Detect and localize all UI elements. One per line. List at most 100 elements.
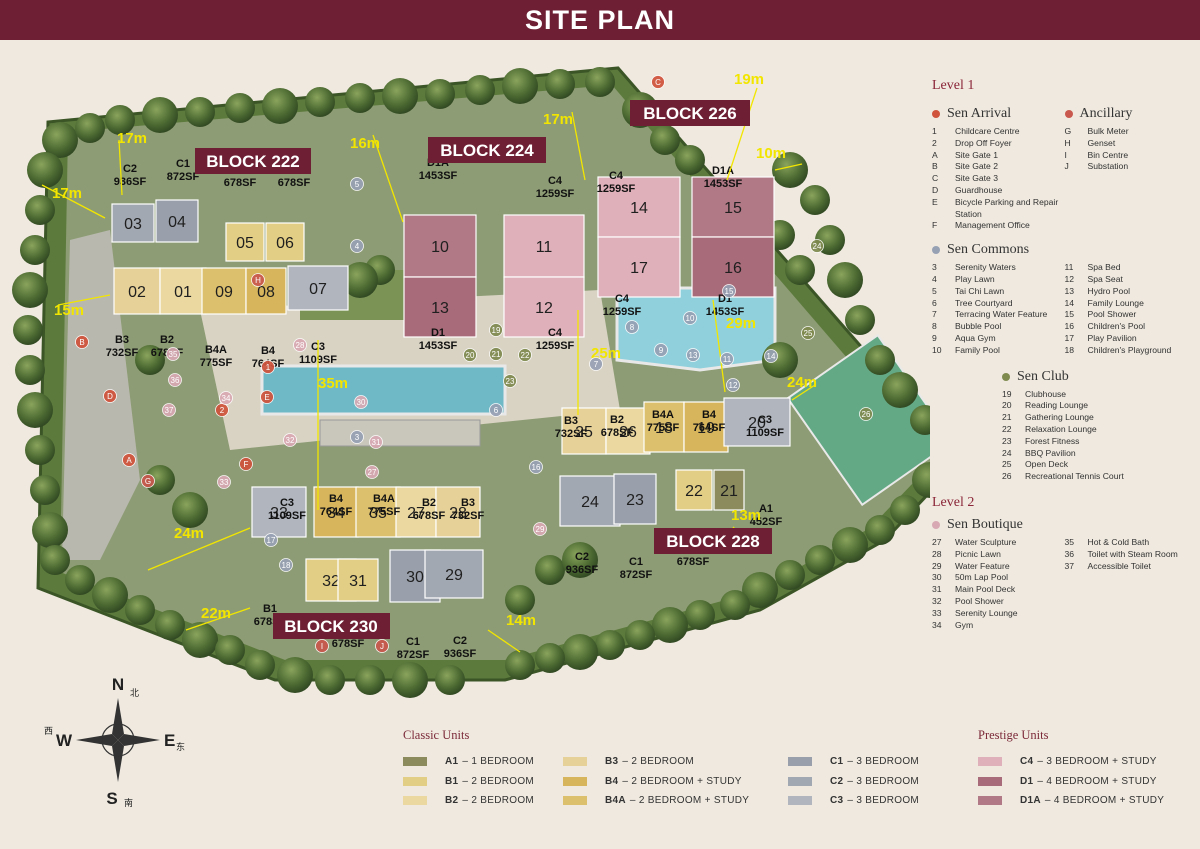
unit-tile[interactable] — [225, 222, 265, 262]
unit-tile[interactable] — [683, 401, 729, 453]
facility-marker-28[interactable]: 28 — [293, 338, 307, 352]
facility-marker-H[interactable]: H — [251, 273, 265, 287]
facility-marker-9[interactable]: 9 — [654, 343, 668, 357]
facility-marker-31[interactable]: 31 — [369, 435, 383, 449]
facility-marker-29[interactable]: 29 — [533, 522, 547, 536]
facility-marker-10[interactable]: 10 — [683, 311, 697, 325]
facility-dot[interactable] — [686, 348, 700, 362]
unit-13[interactable]: 13 — [403, 276, 477, 338]
facility-marker-21[interactable]: 21 — [489, 347, 503, 361]
facility-marker-37[interactable]: 37 — [162, 403, 176, 417]
unit-tile[interactable] — [395, 486, 437, 538]
facility-marker-B[interactable]: B — [75, 335, 89, 349]
facility-dot[interactable] — [122, 453, 136, 467]
unit-03[interactable]: 03 — [111, 203, 155, 243]
facility-marker-30[interactable]: 30 — [354, 395, 368, 409]
facility-dot[interactable] — [489, 347, 503, 361]
facility-marker-26[interactable]: 26 — [859, 407, 873, 421]
unit-05[interactable]: 05 — [225, 222, 265, 262]
facility-dot[interactable] — [365, 465, 379, 479]
facility-marker-J[interactable]: J — [375, 639, 389, 653]
facility-marker-F[interactable]: F — [239, 457, 253, 471]
facility-dot[interactable] — [75, 335, 89, 349]
facility-marker-G[interactable]: G — [141, 474, 155, 488]
unit-tile[interactable] — [691, 176, 775, 238]
facility-dot[interactable] — [726, 378, 740, 392]
unit-tile[interactable] — [723, 397, 791, 447]
unit-29[interactable]: 29 — [424, 549, 484, 599]
facility-dot[interactable] — [315, 639, 329, 653]
facility-dot[interactable] — [251, 273, 265, 287]
facility-marker-19[interactable]: 19 — [489, 323, 503, 337]
facility-dot[interactable] — [533, 522, 547, 536]
unit-tile[interactable] — [503, 276, 585, 338]
unit-tile[interactable] — [251, 486, 307, 538]
unit-25[interactable]: 25 — [561, 407, 607, 455]
facility-dot[interactable] — [261, 360, 275, 374]
unit-35[interactable]: 35 — [355, 486, 401, 538]
facility-dot[interactable] — [141, 474, 155, 488]
facility-marker-18[interactable]: 18 — [279, 558, 293, 572]
facility-dot[interactable] — [489, 403, 503, 417]
facility-marker-33[interactable]: 33 — [217, 475, 231, 489]
unit-22[interactable]: 22 — [675, 469, 713, 511]
facility-dot[interactable] — [810, 239, 824, 253]
facility-marker-C[interactable]: C — [651, 75, 665, 89]
unit-tile[interactable] — [111, 203, 155, 243]
unit-tile[interactable] — [561, 407, 607, 455]
unit-34[interactable]: 34 — [313, 486, 359, 538]
unit-04[interactable]: 04 — [155, 199, 199, 243]
unit-11[interactable]: 11 — [503, 214, 585, 278]
facility-dot[interactable] — [801, 326, 815, 340]
unit-tile[interactable] — [435, 486, 481, 538]
facility-dot[interactable] — [239, 457, 253, 471]
facility-marker-24[interactable]: 24 — [810, 239, 824, 253]
facility-dot[interactable] — [764, 349, 778, 363]
unit-tile[interactable] — [605, 407, 651, 455]
unit-19[interactable]: 19 — [683, 401, 729, 453]
unit-09[interactable]: 09 — [201, 267, 247, 315]
facility-marker-8[interactable]: 8 — [625, 320, 639, 334]
facility-dot[interactable] — [489, 323, 503, 337]
unit-tile[interactable] — [201, 267, 247, 315]
unit-tile[interactable] — [597, 176, 681, 238]
facility-dot[interactable] — [375, 639, 389, 653]
facility-marker-14[interactable]: 14 — [764, 349, 778, 363]
unit-tile[interactable] — [403, 214, 477, 278]
facility-marker-11[interactable]: 11 — [720, 352, 734, 366]
facility-marker-6[interactable]: 6 — [489, 403, 503, 417]
unit-01[interactable]: 01 — [159, 267, 207, 315]
facility-marker-I[interactable]: I — [315, 639, 329, 653]
facility-dot[interactable] — [219, 391, 233, 405]
facility-dot[interactable] — [683, 311, 697, 325]
facility-dot[interactable] — [350, 239, 364, 253]
unit-14[interactable]: 14 — [597, 176, 681, 238]
unit-tile[interactable] — [265, 222, 305, 262]
facility-dot[interactable] — [720, 352, 734, 366]
facility-marker-36[interactable]: 36 — [168, 373, 182, 387]
facility-dot[interactable] — [625, 320, 639, 334]
facility-marker-27[interactable]: 27 — [365, 465, 379, 479]
facility-marker-34[interactable]: 34 — [219, 391, 233, 405]
facility-marker-20[interactable]: 20 — [463, 348, 477, 362]
unit-08[interactable]: 08 — [245, 267, 287, 315]
facility-dot[interactable] — [589, 357, 603, 371]
facility-marker-15[interactable]: 15 — [722, 284, 736, 298]
facility-marker-7[interactable]: 7 — [589, 357, 603, 371]
unit-31[interactable]: 31 — [337, 558, 379, 602]
facility-dot[interactable] — [264, 533, 278, 547]
unit-tile[interactable] — [403, 276, 477, 338]
facility-dot[interactable] — [651, 75, 665, 89]
facility-marker-23[interactable]: 23 — [503, 374, 517, 388]
facility-dot[interactable] — [350, 430, 364, 444]
facility-dot[interactable] — [260, 390, 274, 404]
unit-06[interactable]: 06 — [265, 222, 305, 262]
facility-marker-22[interactable]: 22 — [518, 348, 532, 362]
facility-dot[interactable] — [283, 433, 297, 447]
facility-dot[interactable] — [103, 389, 117, 403]
unit-tile[interactable] — [675, 469, 713, 511]
facility-dot[interactable] — [722, 284, 736, 298]
unit-17[interactable]: 17 — [597, 236, 681, 298]
facility-dot[interactable] — [350, 177, 364, 191]
unit-tile[interactable] — [287, 265, 349, 311]
